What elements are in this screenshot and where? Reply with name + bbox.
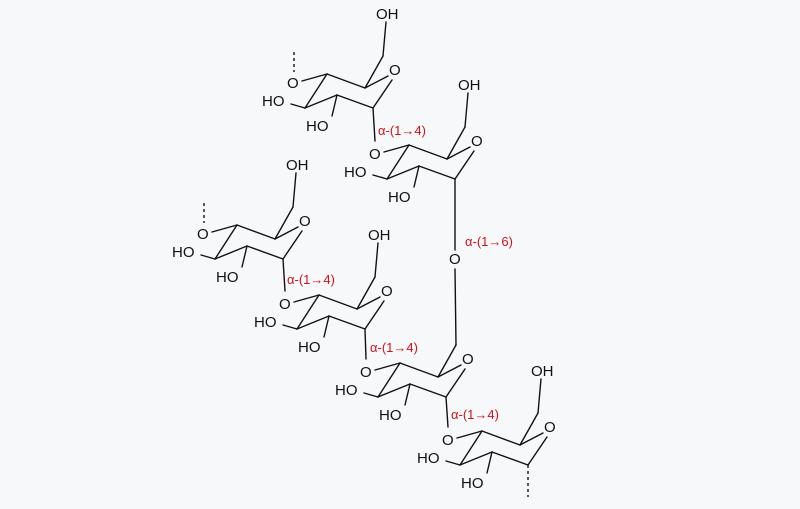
- ho3-label: HO: [262, 93, 285, 110]
- bridge-oxygen-label: O: [449, 251, 461, 268]
- glucose-ring-6: O O OH HO HO: [417, 363, 556, 497]
- ho2-label: HO: [388, 189, 411, 206]
- glycosidic-oxygen-label: O: [279, 296, 291, 313]
- ring-oxygen-label: O: [544, 419, 556, 436]
- ho2-label: HO: [298, 339, 321, 356]
- ho2-label: HO: [461, 475, 484, 492]
- linkage-label: α-(1→4): [378, 123, 426, 138]
- ho3-label: HO: [254, 314, 277, 331]
- glucose-ring-4: O O OH HO HO: [254, 227, 393, 356]
- linkage-label: α-(1→6): [465, 234, 513, 249]
- glucose-ring-2: O O OH HO HO: [344, 77, 483, 206]
- ring-oxygen-label: O: [389, 62, 401, 79]
- ring-oxygen-label: O: [381, 283, 393, 300]
- oh6-label: OH: [531, 363, 554, 380]
- oh6-label: OH: [376, 6, 399, 23]
- linkage-1-2: α-(1→4): [372, 107, 426, 142]
- glucose-ring-3: O O OH HO HO: [172, 157, 311, 286]
- ho3-label: HO: [344, 164, 367, 181]
- ho2-label: HO: [306, 118, 329, 135]
- linkage-3-4: α-(1→4): [282, 258, 335, 292]
- glucose-ring-5: O O HO HO: [335, 344, 474, 424]
- ring-oxygen-label: O: [462, 351, 474, 368]
- ho2-label: HO: [379, 407, 402, 424]
- linkage-label: α-(1→4): [370, 340, 418, 355]
- glycosidic-oxygen-label: O: [360, 364, 372, 381]
- glycosidic-oxygen-label: O: [369, 146, 381, 163]
- oh6-label: OH: [368, 227, 391, 244]
- linkage-5-6: α-(1→4): [445, 396, 499, 428]
- ho3-label: HO: [417, 450, 440, 467]
- o4-label: O: [197, 226, 209, 243]
- linkage-label: α-(1→4): [287, 272, 335, 287]
- ho2-label: HO: [216, 269, 239, 286]
- o4-label: O: [287, 75, 299, 92]
- ho3-label: HO: [172, 244, 195, 261]
- glucose-ring-1: O O OH HO HO: [262, 6, 401, 135]
- linkage-4-5: α-(1→4): [364, 328, 418, 360]
- glycosidic-oxygen-label: O: [442, 432, 454, 449]
- oh6-label: OH: [286, 157, 309, 174]
- linkage-label: α-(1→4): [451, 407, 499, 422]
- linkage-2-5-branch: O α-(1→6): [449, 178, 513, 346]
- ho3-label: HO: [335, 382, 358, 399]
- oh6-label: OH: [458, 77, 481, 94]
- ring-oxygen-label: O: [471, 133, 483, 150]
- ring-oxygen-label: O: [299, 213, 311, 230]
